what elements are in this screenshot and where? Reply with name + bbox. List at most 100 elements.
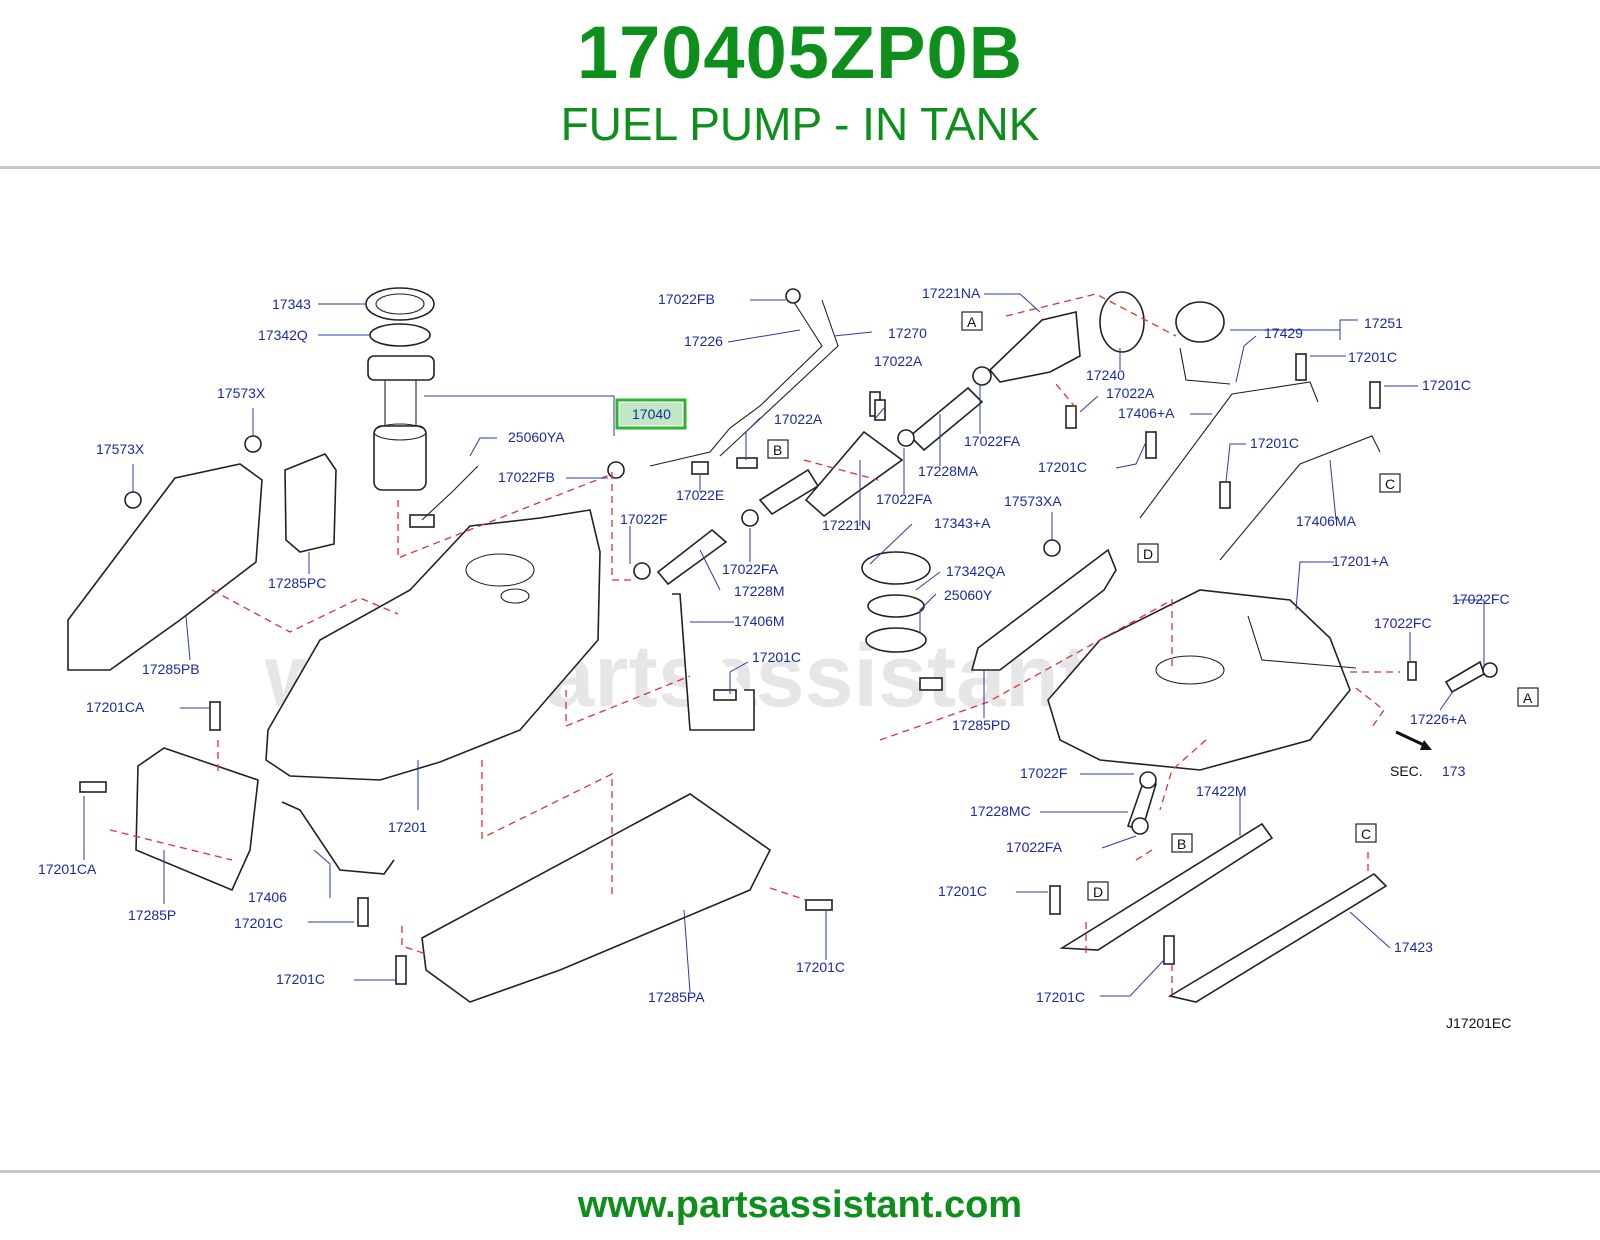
part-label[interactable]: 17226+A	[1410, 711, 1467, 727]
part-label[interactable]: 17228M	[734, 583, 785, 599]
part-label[interactable]: 17022FA	[964, 433, 1021, 449]
part-label[interactable]: 17573XA	[1004, 493, 1062, 509]
part-label[interactable]: 17201C	[938, 883, 987, 899]
sender-unit-25060y-shape	[865, 627, 927, 653]
part-label[interactable]: 17022FA	[1006, 839, 1063, 855]
ref-letter-d-bottom: D	[1093, 884, 1103, 900]
protector-17285pa-shape	[421, 793, 772, 1003]
part-label[interactable]: 17201C	[234, 915, 283, 931]
part-label[interactable]: 17573X	[96, 441, 145, 457]
part-label[interactable]: 17228MA	[918, 463, 979, 479]
footer-divider	[0, 1170, 1600, 1173]
part-label[interactable]: 17343	[272, 296, 311, 312]
part-label[interactable]: 17406MA	[1296, 513, 1357, 529]
seal-ring-shape	[369, 323, 431, 347]
bracket-17423-shape	[1167, 872, 1388, 1003]
tank-pump-opening-shape	[465, 553, 535, 587]
clamp-17022f-shape	[633, 562, 651, 580]
guide-line-5	[481, 760, 613, 894]
part-label[interactable]: 17285PC	[268, 575, 326, 591]
guide-line-10	[803, 459, 879, 481]
sec-number-link[interactable]: 173	[1442, 763, 1466, 779]
ref-letter-a-right: A	[1523, 690, 1533, 706]
ref-letter-b-bottom: B	[1177, 836, 1186, 852]
part-label[interactable]: 17201+A	[1332, 553, 1389, 569]
part-label[interactable]: 17022FB	[498, 469, 555, 485]
part-label[interactable]: 17406M	[734, 613, 785, 629]
part-label[interactable]: 17201C	[1250, 435, 1299, 451]
part-label[interactable]: 17201CA	[86, 699, 145, 715]
bolt-17022a-r-shape	[1065, 405, 1077, 429]
part-label[interactable]: 17251	[1364, 315, 1403, 331]
part-label[interactable]: 25060Y	[944, 587, 993, 603]
seal-ring-a-shape	[867, 594, 925, 618]
clamp-17022fb-shape	[607, 461, 625, 479]
part-label[interactable]: 17342QA	[946, 563, 1006, 579]
part-label[interactable]: 17406	[248, 889, 287, 905]
part-label[interactable]: 17422M	[1196, 783, 1247, 799]
part-label[interactable]: 17201CA	[38, 861, 97, 877]
filler-seal-17240-shape	[1099, 291, 1145, 353]
part-label[interactable]: 17201C	[1038, 459, 1087, 475]
ref-letter-a-top: A	[967, 314, 977, 330]
part-label[interactable]: 17201	[388, 819, 427, 835]
part-label[interactable]: 17221N	[822, 517, 871, 533]
parts-diagram: www.partsassistant.com	[0, 170, 1600, 1168]
guide-line-9	[769, 887, 807, 901]
clamp-17022fa-lower-shape	[897, 429, 915, 447]
part-label[interactable]: 17022FC	[1452, 591, 1510, 607]
part-label[interactable]: 17201C	[1422, 377, 1471, 393]
part-label[interactable]: 17201C	[752, 649, 801, 665]
part-label[interactable]: 17573X	[217, 385, 266, 401]
pump-flange-shape	[367, 355, 435, 381]
part-label[interactable]: 17270	[888, 325, 927, 341]
part-label[interactable]: 17343+A	[934, 515, 991, 531]
part-label[interactable]: 17226	[684, 333, 723, 349]
part-label[interactable]: 17228MC	[970, 803, 1031, 819]
part-label[interactable]: 17423	[1394, 939, 1433, 955]
bolt-17201c-lr1-shape	[1049, 885, 1061, 915]
fuel-tank-17201a-shape	[1047, 589, 1351, 771]
part-label[interactable]: 17201C	[796, 959, 845, 975]
part-label[interactable]: 17022A	[1106, 385, 1155, 401]
bolt-17201ca-left-shape	[79, 781, 107, 793]
part-label[interactable]: 17285PD	[952, 717, 1010, 733]
part-label[interactable]: 17022FC	[1374, 615, 1432, 631]
ref-letter-c-bottom: C	[1361, 826, 1371, 842]
ref-letter-b-left: B	[773, 442, 782, 458]
part-label[interactable]: 17022F	[1020, 765, 1067, 781]
band-17406a-shape	[1139, 381, 1319, 519]
bolt-17201c-r2-shape	[1369, 381, 1381, 409]
header-divider	[0, 166, 1600, 169]
part-label[interactable]: 17342Q	[258, 327, 308, 343]
part-number-title: 170405ZP0B	[576, 11, 1024, 94]
part-label[interactable]: 17240	[1086, 367, 1125, 383]
part-label[interactable]: 17221NA	[922, 285, 981, 301]
part-label[interactable]: 17285PA	[648, 989, 705, 1005]
part-label[interactable]: 17022FA	[876, 491, 933, 507]
part-label[interactable]: 17022FA	[722, 561, 779, 577]
clip-17573x-left-shape	[124, 491, 142, 509]
part-label[interactable]: 17022E	[676, 487, 724, 503]
heat-insulator-17285pd-shape	[970, 548, 1117, 671]
part-label[interactable]: 17406+A	[1118, 405, 1175, 421]
part-label[interactable]: 17285PB	[142, 661, 200, 677]
part-label[interactable]: 17201C	[1348, 349, 1397, 365]
highlight-box-fill	[620, 403, 682, 425]
part-label[interactable]: 17022A	[874, 353, 923, 369]
part-label[interactable]: 17429	[1264, 325, 1303, 341]
filler-cap-17251-shape	[1175, 301, 1225, 343]
heat-insulator-17285p-shape	[135, 747, 259, 892]
part-label[interactable]: 25060YA	[508, 429, 565, 445]
part-label[interactable]: 17201C	[1036, 989, 1085, 1005]
part-label[interactable]: 17022A	[774, 411, 823, 427]
hose-17226a-shape	[1444, 660, 1485, 694]
guide-line-4	[565, 675, 691, 727]
footer-url-link[interactable]: www.partsassistant.com	[577, 1184, 1023, 1226]
part-label[interactable]: 17022FB	[658, 291, 715, 307]
parts-diagram-svg: www.partsassistant.com	[38, 285, 1539, 1031]
part-label[interactable]: 17285P	[128, 907, 176, 923]
part-label[interactable]: 17022F	[620, 511, 667, 527]
part-label[interactable]: 17201C	[276, 971, 325, 987]
part-label-17040[interactable]: 17040	[632, 406, 671, 422]
